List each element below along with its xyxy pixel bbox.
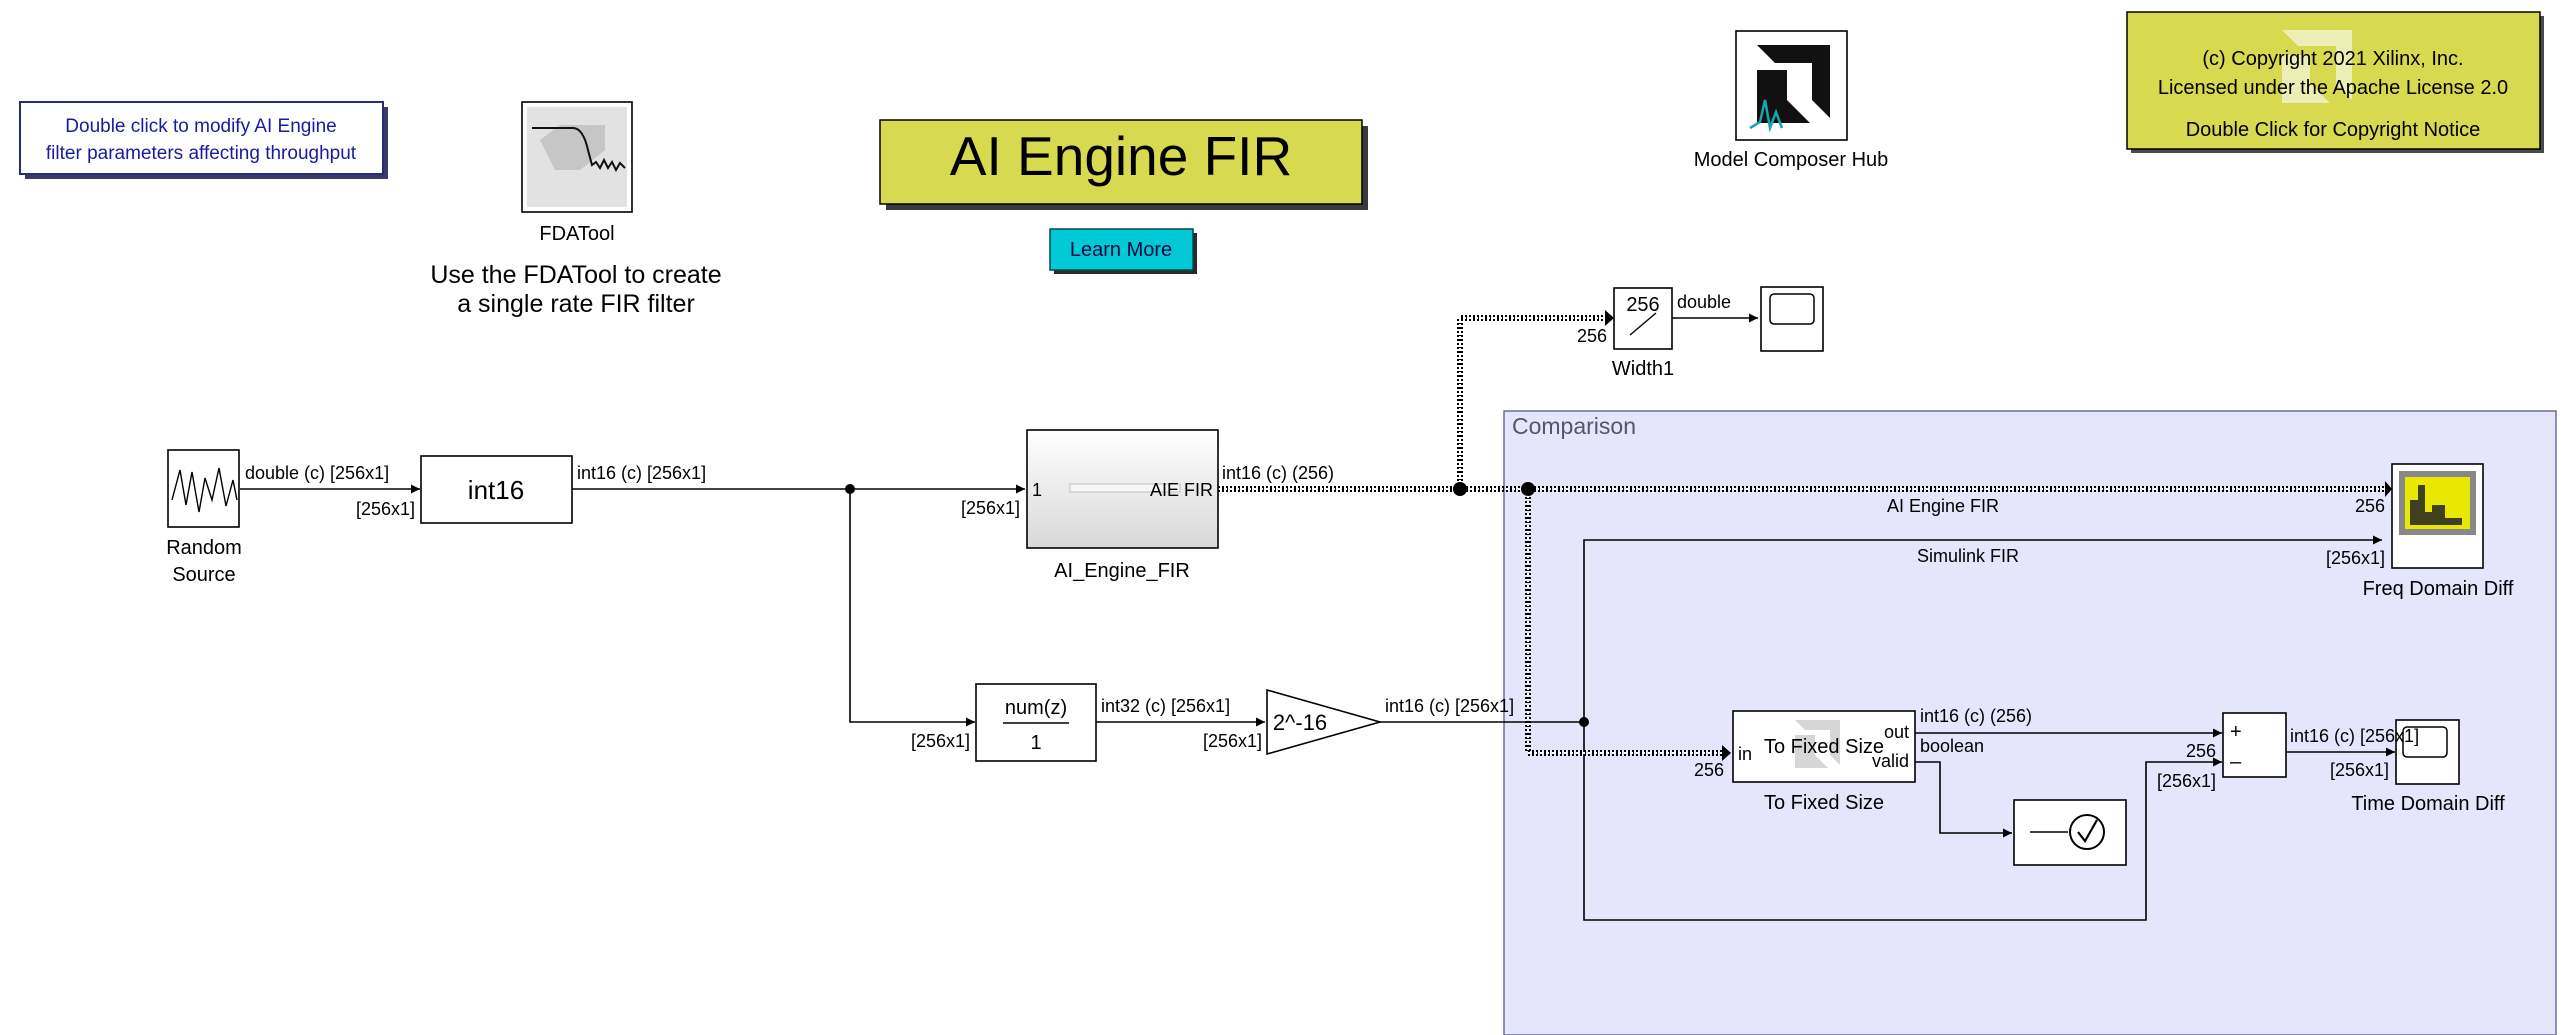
time-scope-label: Time Domain Diff bbox=[2351, 793, 2505, 815]
ai-engine-fir-block[interactable]: 1 AIE FIR bbox=[1026, 429, 1219, 549]
sig-conv-out: int16 (c) [256x1] bbox=[577, 463, 706, 483]
aie-fir-label: AI_Engine_FIR bbox=[1054, 560, 1190, 582]
display-icon bbox=[2402, 726, 2448, 758]
copyright-line-2: Licensed under the Apache License 2.0 bbox=[2158, 77, 2508, 99]
data-type-conversion-block[interactable]: int16 bbox=[420, 455, 573, 524]
sig-aie-line: AI Engine FIR bbox=[1887, 496, 1999, 516]
title-banner[interactable]: AI Engine FIR bbox=[879, 119, 1368, 210]
sig-aie-out: int16 (c) (256) bbox=[1222, 463, 1334, 483]
sig-sim-line: Simulink FIR bbox=[1917, 546, 2019, 566]
fdatool-block[interactable] bbox=[521, 101, 633, 213]
wire-valid-to-check[interactable] bbox=[1915, 761, 2012, 838]
fixed-label: To Fixed Size bbox=[1764, 792, 1884, 814]
time-domain-scope[interactable] bbox=[2395, 719, 2460, 785]
sig-width-in-dim: 256 bbox=[1577, 326, 1607, 346]
learn-more-label: Learn More bbox=[1070, 239, 1172, 261]
sig-src-dim: [256x1] bbox=[356, 499, 415, 519]
throughput-note[interactable]: Double click to modify AI Engine filter … bbox=[19, 101, 388, 179]
sum-block[interactable]: + – bbox=[2222, 712, 2287, 778]
title-text: AI Engine FIR bbox=[950, 125, 1292, 187]
learn-more-button[interactable]: Learn More bbox=[1049, 228, 1197, 274]
filter-numerator: num(z) bbox=[1005, 697, 1067, 719]
check-icon bbox=[2069, 814, 2105, 850]
hub-label: Model Composer Hub bbox=[1694, 149, 1889, 171]
gain-block[interactable]: 2^-16 bbox=[1266, 688, 1383, 756]
sig-gain-in-dim: [256x1] bbox=[1203, 731, 1262, 751]
copyright-line-3: Double Click for Copyright Notice bbox=[2186, 119, 2481, 141]
conversion-text: int16 bbox=[468, 475, 524, 505]
sig-gain-out: int16 (c) [256x1] bbox=[1385, 696, 1514, 716]
filter-denominator: 1 bbox=[1030, 732, 1041, 754]
wire-branch-to-filter[interactable] bbox=[849, 489, 975, 727]
sig-aie-in-dim: [256x1] bbox=[961, 498, 1020, 518]
note-line-2: filter parameters affecting throughput bbox=[46, 143, 357, 164]
sig-src-out: double (c) [256x1] bbox=[245, 463, 389, 483]
sig-sum-in1-dim: 256 bbox=[2186, 741, 2216, 761]
copyright-line-1: (c) Copyright 2021 Xilinx, Inc. bbox=[2202, 48, 2463, 70]
wire-simulink-to-sum[interactable] bbox=[1583, 722, 2222, 921]
sig-freq-in2-dim: [256x1] bbox=[2326, 548, 2385, 568]
display-icon bbox=[1769, 293, 1815, 325]
random-source-label-1: Random bbox=[166, 537, 242, 559]
sig-sum-in2-dim: [256x1] bbox=[2157, 771, 2216, 791]
fixed-valid-port: valid bbox=[1872, 751, 1909, 771]
sig-width-out: double bbox=[1677, 292, 1731, 312]
fixed-center-text: To Fixed Size bbox=[1764, 736, 1884, 758]
width-display-block[interactable] bbox=[1760, 286, 1824, 352]
sig-fixed-valid: boolean bbox=[1920, 736, 1984, 756]
freq-domain-scope[interactable] bbox=[2391, 463, 2484, 569]
junction-dot bbox=[845, 484, 855, 494]
sig-freq-in1-dim: 256 bbox=[2355, 496, 2385, 516]
junction-dot bbox=[1579, 717, 1589, 727]
fixed-in-port: in bbox=[1738, 744, 1752, 764]
to-fixed-size-block[interactable]: To Fixed Size in out valid bbox=[1732, 710, 1916, 783]
fdatool-label: FDATool bbox=[539, 223, 614, 245]
freq-scope-label: Freq Domain Diff bbox=[2363, 578, 2514, 600]
sig-sum-out: int16 (c) [256x1] bbox=[2290, 726, 2419, 746]
comparison-title: Comparison bbox=[1512, 413, 1636, 439]
model-composer-hub[interactable] bbox=[1735, 30, 1848, 141]
sig-fixed-out: int16 (c) (256) bbox=[1920, 706, 2032, 726]
sum-minus: – bbox=[2230, 751, 2242, 773]
note-line-1: Double click to modify AI Engine bbox=[65, 116, 336, 137]
width-block[interactable]: 256 bbox=[1613, 287, 1673, 350]
signal-labels: double (c) [256x1] [256x1] int16 (c) [25… bbox=[245, 292, 2419, 791]
random-source-label-2: Source bbox=[172, 564, 235, 586]
aie-out-port: AIE FIR bbox=[1150, 480, 1213, 500]
signal-wires bbox=[240, 313, 2395, 921]
comparison-area[interactable]: Comparison bbox=[1503, 410, 2557, 1035]
width-label: Width1 bbox=[1612, 358, 1674, 380]
fdatool-caption-2: a single rate FIR filter bbox=[457, 290, 695, 318]
discrete-filter-block[interactable]: num(z) 1 bbox=[975, 683, 1097, 762]
frame-bus-wires bbox=[1218, 310, 2392, 761]
sig-fixed-in-dim: 256 bbox=[1694, 760, 1724, 780]
sig-time-in-dim: [256x1] bbox=[2330, 760, 2389, 780]
random-source-block[interactable] bbox=[167, 449, 240, 528]
copyright-notice[interactable]: (c) Copyright 2021 Xilinx, Inc. Licensed… bbox=[2126, 11, 2544, 153]
aie-in-port: 1 bbox=[1032, 480, 1042, 500]
fdatool-caption-1: Use the FDATool to create bbox=[430, 261, 721, 289]
wire-simulink-to-freq[interactable] bbox=[1583, 535, 2382, 722]
junction-dot bbox=[1521, 482, 1535, 496]
width-value: 256 bbox=[1626, 294, 1659, 316]
sum-plus: + bbox=[2230, 721, 2242, 743]
sig-filt-out: int32 (c) [256x1] bbox=[1101, 696, 1230, 716]
amd-logo-icon bbox=[1757, 45, 1830, 118]
valid-check-block[interactable] bbox=[2013, 799, 2127, 866]
fixed-out-port: out bbox=[1884, 722, 1909, 742]
gain-text: 2^-16 bbox=[1273, 710, 1327, 735]
junction-dot bbox=[1453, 482, 1467, 496]
noise-wave-icon bbox=[171, 467, 238, 513]
sig-filt-in-dim: [256x1] bbox=[911, 731, 970, 751]
